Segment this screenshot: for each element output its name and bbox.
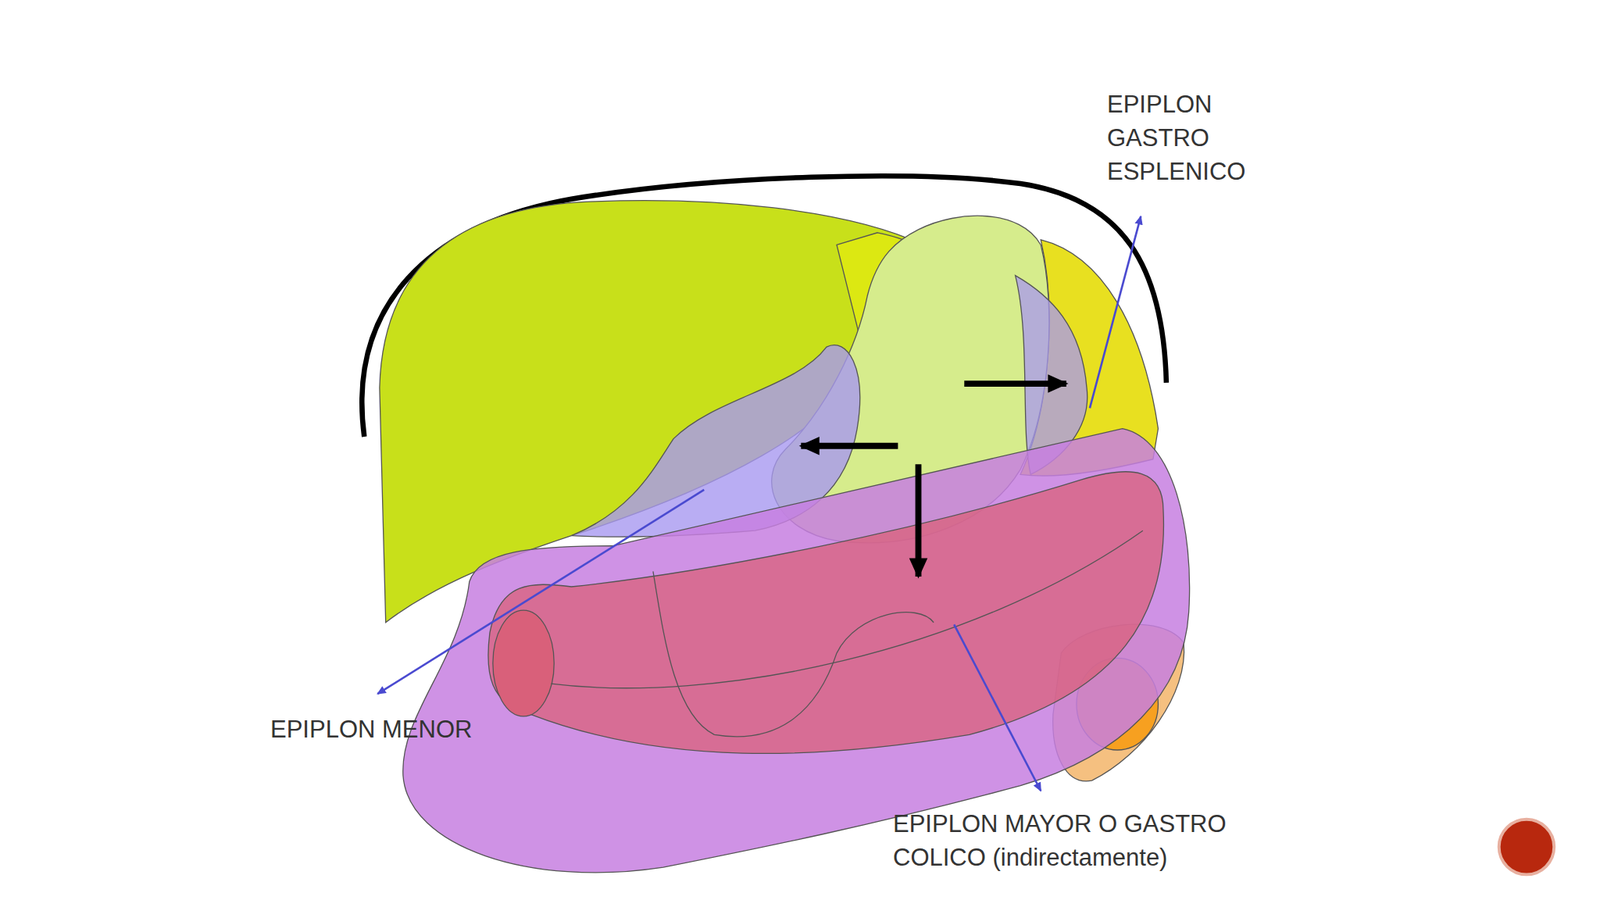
colon-taenia bbox=[550, 530, 1143, 689]
greater-omentum bbox=[403, 428, 1190, 873]
anatomy-label: EPIPLON GASTRO ESPLENICO bbox=[1107, 87, 1287, 189]
arrow-down bbox=[915, 464, 922, 577]
small-bowel-loop bbox=[653, 571, 934, 736]
leader-line bbox=[953, 624, 1041, 791]
anatomy-label: EPIPLON MAYOR O GASTRO COLICO (indirecta… bbox=[892, 807, 1315, 875]
transverse-colon bbox=[488, 471, 1165, 754]
leader-line bbox=[1089, 216, 1141, 409]
leader-line bbox=[377, 489, 704, 694]
anatomy-label: EPIPLON MENOR bbox=[270, 712, 583, 747]
arrow-right bbox=[964, 380, 1067, 387]
colon-end bbox=[492, 610, 554, 717]
arrow-left bbox=[800, 442, 898, 450]
slide-badge bbox=[1499, 819, 1555, 875]
